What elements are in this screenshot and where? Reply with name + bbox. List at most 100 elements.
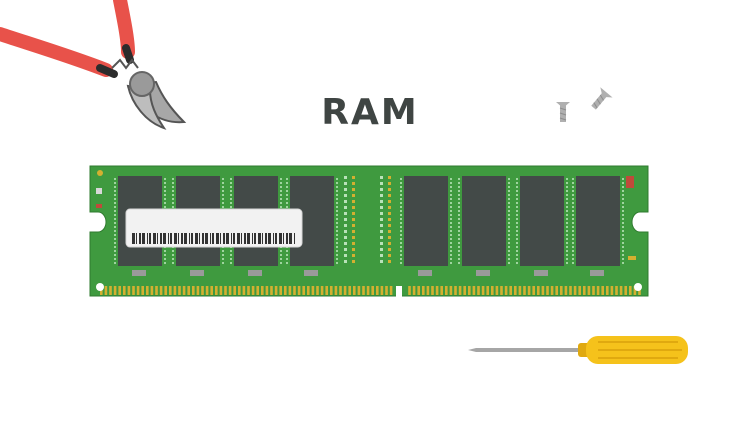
gold-contact xyxy=(477,286,480,295)
chip-pin xyxy=(572,226,574,228)
gold-contact xyxy=(564,286,568,295)
smd-component xyxy=(352,218,355,221)
chip-pin xyxy=(458,190,460,192)
chip-pin xyxy=(336,202,338,204)
chip-pin xyxy=(572,202,574,204)
chip-pin xyxy=(566,242,568,244)
barcode-bar xyxy=(153,233,156,244)
gold-contact xyxy=(353,286,356,295)
gold-contact xyxy=(592,286,595,295)
chip-pin xyxy=(164,206,166,208)
memory-chip xyxy=(404,176,448,266)
chip-pin xyxy=(516,202,518,204)
barcode-bar xyxy=(205,233,208,244)
chip-pin xyxy=(508,178,510,180)
chip-pin xyxy=(572,246,574,248)
gold-contact xyxy=(500,286,503,295)
gold-contact xyxy=(573,286,577,295)
chip-pin xyxy=(114,198,116,200)
gold-contact xyxy=(104,286,108,295)
barcode-bar xyxy=(223,233,225,244)
smd-component xyxy=(380,200,383,203)
component-pad xyxy=(132,270,146,276)
smd-component xyxy=(380,248,383,251)
chip-pin xyxy=(622,230,624,232)
chip-pin xyxy=(230,198,232,200)
gold-contact xyxy=(435,286,439,295)
barcode-bar xyxy=(279,233,282,244)
barcode-bar xyxy=(273,233,274,244)
chip-pin xyxy=(172,262,174,264)
chip-pin xyxy=(622,178,624,180)
chip-pin xyxy=(172,250,174,252)
chip-pin xyxy=(622,238,624,240)
gold-contact xyxy=(583,286,586,295)
gold-contact xyxy=(109,286,112,295)
chip-pin xyxy=(230,186,232,188)
smd-component xyxy=(352,200,355,203)
smd-component xyxy=(344,206,347,209)
chip-pin xyxy=(286,186,288,188)
chip-pin xyxy=(114,234,116,236)
chip-pin xyxy=(286,254,288,256)
gold-contact xyxy=(468,286,471,295)
chip-pin xyxy=(516,222,518,224)
chip-pin xyxy=(164,194,166,196)
smd-component xyxy=(380,242,383,245)
gold-contact xyxy=(463,286,466,295)
chip-pin xyxy=(566,202,568,204)
chip-pin xyxy=(458,234,460,236)
gold-contact xyxy=(325,286,328,295)
chip-pin xyxy=(450,226,452,228)
gold-contact xyxy=(270,286,273,295)
chip-pin xyxy=(280,206,282,208)
gold-contact xyxy=(550,286,554,295)
chip-pin xyxy=(572,206,574,208)
gold-contact xyxy=(297,286,301,295)
chip-pin xyxy=(450,194,452,196)
smd-component xyxy=(388,254,391,257)
chip-pin xyxy=(114,238,116,240)
chip-pin xyxy=(516,254,518,256)
chip-pin xyxy=(172,194,174,196)
chip-pin xyxy=(572,178,574,180)
chip-pin xyxy=(458,198,460,200)
chip-pin xyxy=(336,218,338,220)
gold-contact xyxy=(495,286,499,295)
gold-contact xyxy=(587,286,591,295)
chip-pin xyxy=(458,206,460,208)
chip-pin xyxy=(450,182,452,184)
gold-contact xyxy=(481,286,485,295)
gold-contact xyxy=(385,286,388,295)
chip-pin xyxy=(622,198,624,200)
chip-pin xyxy=(400,210,402,212)
smd-component xyxy=(352,230,355,233)
chip-pin xyxy=(400,234,402,236)
chip-pin xyxy=(336,262,338,264)
chip-pin xyxy=(458,230,460,232)
chip-pin xyxy=(458,218,460,220)
chip-pin xyxy=(508,262,510,264)
chip-pin xyxy=(114,186,116,188)
chip-pin xyxy=(222,254,224,256)
chip-pin xyxy=(508,242,510,244)
memory-chip xyxy=(462,176,506,266)
chip-pin xyxy=(400,182,402,184)
chip-pin xyxy=(516,178,518,180)
chip-pin xyxy=(508,198,510,200)
gold-contact xyxy=(633,286,637,295)
chip-pin xyxy=(230,206,232,208)
chip-pin xyxy=(230,262,232,264)
chip-pin xyxy=(280,186,282,188)
smd-component xyxy=(388,206,391,209)
chip-pin xyxy=(450,254,452,256)
chip-pin xyxy=(566,238,568,240)
chip-pin xyxy=(164,190,166,192)
chip-pin xyxy=(622,206,624,208)
chip-pin xyxy=(230,258,232,260)
gold-contact xyxy=(219,286,223,295)
barcode-bar xyxy=(132,233,135,244)
chip-pin xyxy=(336,214,338,216)
chip-pin xyxy=(280,182,282,184)
